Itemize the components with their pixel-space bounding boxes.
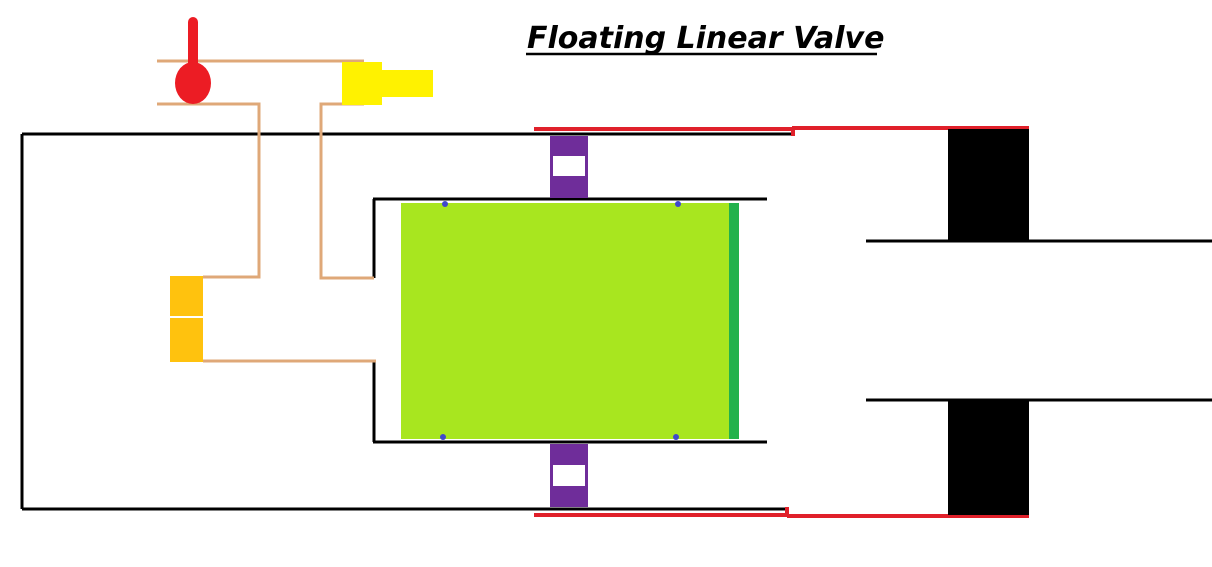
pivot-dot-bottom-left: [440, 434, 446, 440]
outlet-pipe: [866, 239, 1212, 402]
upper-seal-window: [553, 156, 585, 176]
regulator-block-icon: [170, 276, 203, 362]
outer-body: [20, 132, 792, 511]
piston-pivot-dots: [440, 201, 681, 440]
diagram-title: Floating Linear Valve: [527, 21, 884, 56]
pivot-dot-top-left: [442, 201, 448, 207]
pivot-dot-top-right: [675, 201, 681, 207]
nozzle-body: [342, 62, 382, 105]
lower-seal-window: [553, 465, 585, 486]
tube-handle-to-regulator: [157, 102, 261, 279]
lower-solid-block: [948, 400, 1029, 515]
upper-solid-block: [948, 129, 1029, 241]
handle-bulb: [175, 62, 211, 104]
floating-piston: [401, 203, 731, 439]
regulator-upper: [170, 276, 203, 316]
red-sleeve: [534, 126, 1029, 518]
upper-seal: [550, 136, 588, 198]
handle-stem: [188, 17, 198, 69]
inner-housing: [372, 197, 767, 444]
pivot-dot-bottom-right: [673, 434, 679, 440]
nozzle-tip: [380, 70, 433, 97]
piston-edge-strip: [729, 203, 739, 439]
nozzle-fitting-icon: [342, 62, 433, 105]
lower-seal: [550, 444, 588, 507]
regulator-lower: [170, 318, 203, 362]
thermometer-valve-icon: [175, 17, 211, 104]
